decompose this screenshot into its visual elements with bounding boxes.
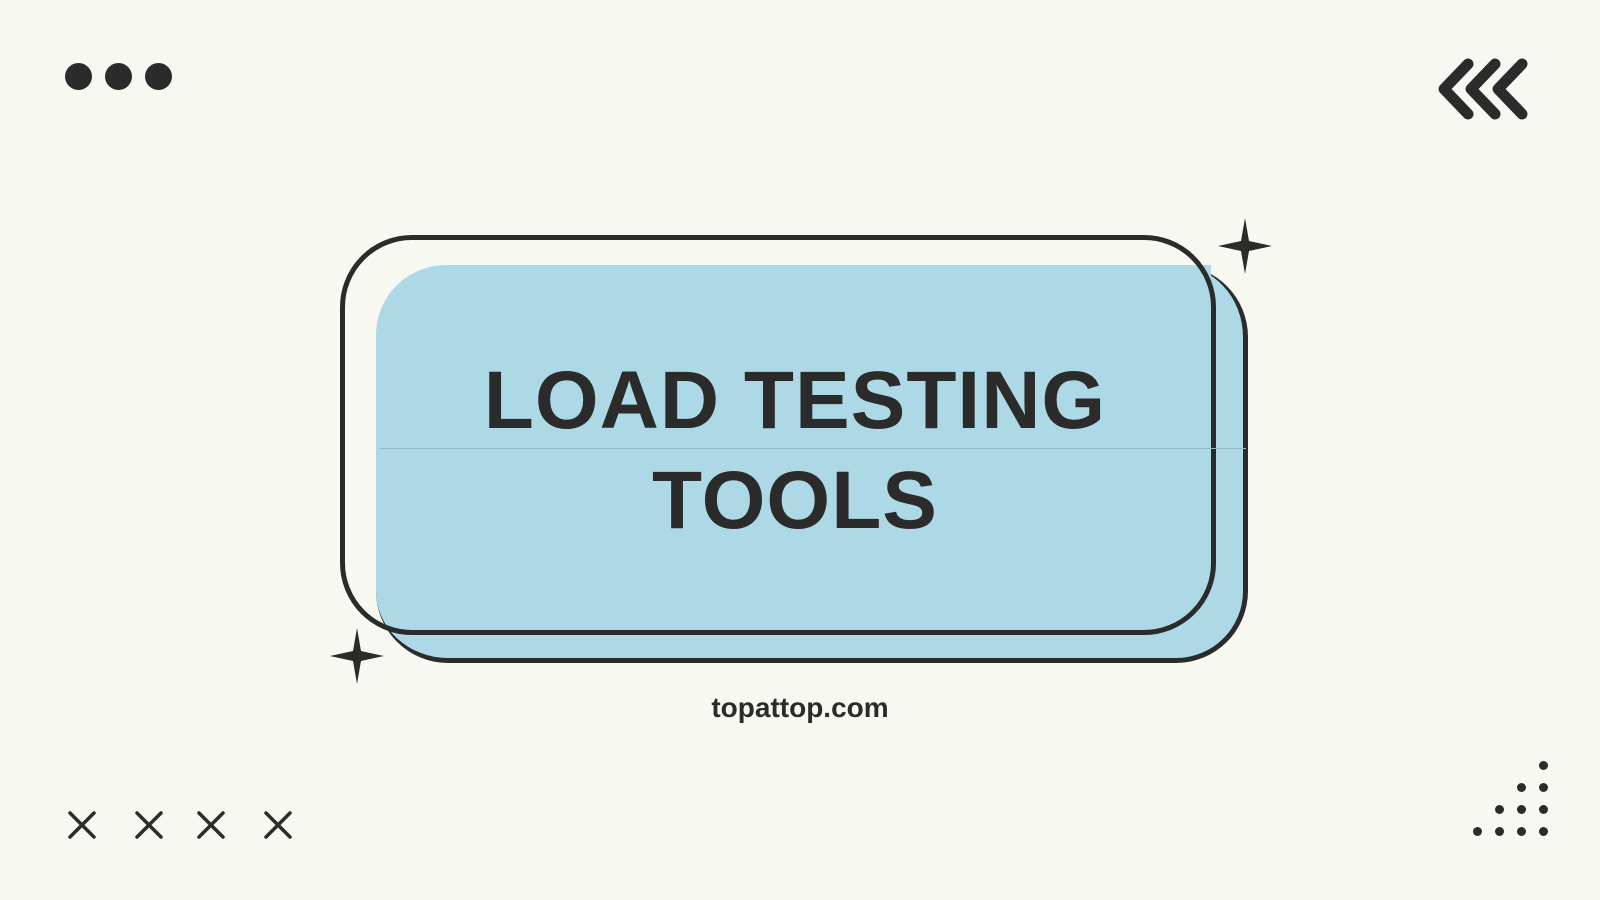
x-mark-icon	[135, 811, 163, 839]
dot-icon	[1473, 827, 1482, 836]
dot-icon	[1539, 827, 1548, 836]
dot-icon	[105, 63, 132, 90]
x-mark-icon	[264, 811, 292, 839]
divider-line	[380, 448, 1246, 449]
sparkle-icon	[330, 628, 384, 684]
dot-icon	[65, 63, 92, 90]
dot-icon	[1539, 805, 1548, 814]
dot-icon	[1517, 805, 1526, 814]
sparkle-icon	[1218, 218, 1272, 274]
dot-icon	[1517, 783, 1526, 792]
title-card-fill	[376, 265, 1211, 630]
site-url: topattop.com	[711, 692, 889, 723]
triple-chevron-left-icon	[1438, 58, 1528, 120]
dot-icon	[1495, 827, 1504, 836]
dot-icon	[1517, 827, 1526, 836]
x-mark-icon	[197, 811, 225, 839]
dot-icon	[1495, 805, 1504, 814]
dot-icon	[1539, 783, 1548, 792]
title-line-2: TOOLS	[652, 455, 938, 546]
title-line-1: LOAD TESTING	[483, 355, 1107, 446]
dot-icon	[1539, 761, 1548, 770]
x-mark-icon	[68, 811, 96, 839]
title-card-frame	[340, 235, 1216, 635]
dot-icon	[145, 63, 172, 90]
